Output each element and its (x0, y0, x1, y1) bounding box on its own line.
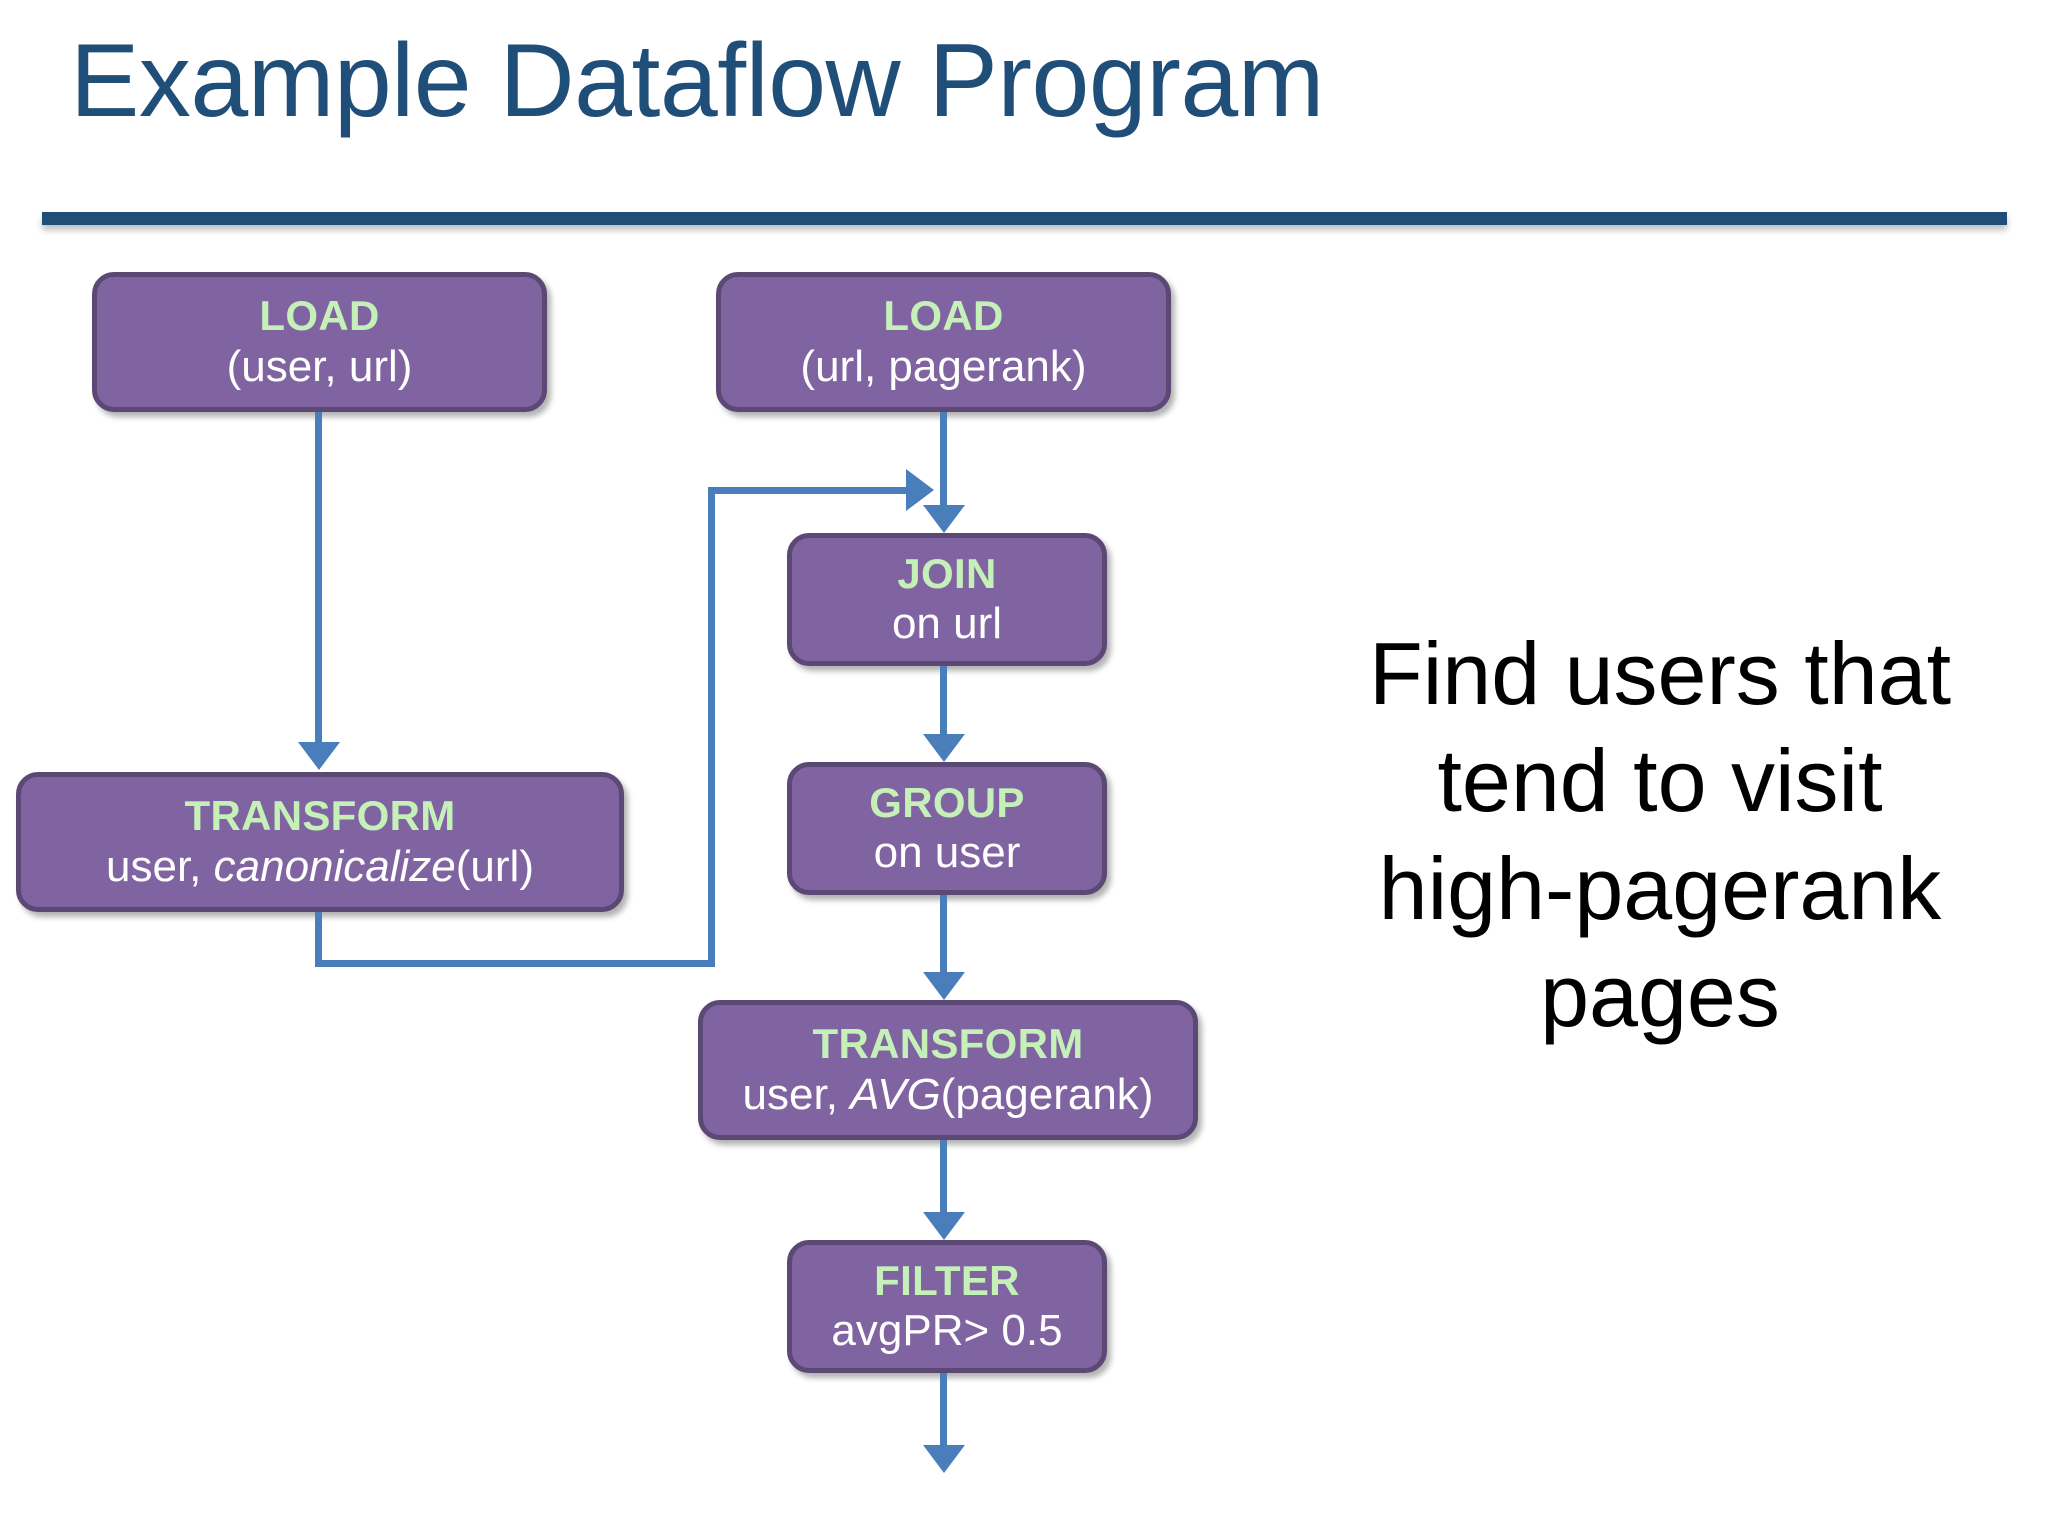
caption-line-3: high-pagerank (1378, 838, 1942, 938)
edge-transform-avg-to-filter (940, 1140, 947, 1212)
node-operation-label: TRANSFORM (812, 1020, 1084, 1068)
page-title: Example Dataflow Program (70, 23, 1324, 139)
node-transform-canonicalize[interactable]: TRANSFORM user, canonicalize(url) (16, 772, 624, 912)
edge-group-to-transform-avg-arrowhead (923, 972, 965, 1000)
node-group-on-user[interactable]: GROUP on user (787, 762, 1107, 895)
edge-load-to-transform-arrowhead (298, 742, 340, 770)
caption-line-2: tend to visit (1437, 731, 1883, 831)
node-argument-label: on user (873, 828, 1021, 878)
edge-transform-to-join-segment-up (708, 487, 715, 967)
edge-load-to-transform (315, 412, 322, 742)
node-load-user-url[interactable]: LOAD (user, url) (92, 272, 547, 412)
caption-line-4: pages (1540, 946, 1780, 1046)
node-argument-label: (user, url) (226, 341, 413, 391)
edge-transform-to-join-arrowhead (906, 469, 934, 511)
edge-group-to-transform-avg (940, 895, 947, 972)
edge-join-to-group-arrowhead (923, 734, 965, 762)
edge-filter-to-output (940, 1373, 947, 1445)
node-operation-label: LOAD (883, 292, 1004, 340)
edge-join-to-group (940, 666, 947, 734)
node-filter-avgpr[interactable]: FILTER avgPR> 0.5 (787, 1240, 1107, 1373)
node-operation-label: FILTER (874, 1256, 1020, 1304)
node-argument-label: (url, pagerank) (800, 341, 1087, 391)
node-argument-label: on url (891, 599, 1003, 649)
node-operation-label: GROUP (869, 778, 1025, 826)
node-argument-label: avgPR> 0.5 (831, 1306, 1063, 1356)
node-load-url-pagerank[interactable]: LOAD (url, pagerank) (716, 272, 1171, 412)
node-transform-avg[interactable]: TRANSFORM user, AVG(pagerank) (698, 1000, 1198, 1140)
node-join-on-url[interactable]: JOIN on url (787, 533, 1107, 666)
edge-transform-to-join-segment-down (315, 912, 322, 967)
edge-transform-avg-to-filter-arrowhead (923, 1212, 965, 1240)
caption-text: Find users that tend to visit high-pager… (1320, 620, 2000, 1049)
node-argument-label: user, AVG(pagerank) (742, 1069, 1154, 1119)
caption-line-1: Find users that (1368, 624, 1952, 723)
node-operation-label: JOIN (897, 549, 997, 597)
node-argument-label: user, canonicalize(url) (106, 841, 534, 891)
node-operation-label: LOAD (259, 292, 380, 340)
title-divider (42, 212, 2007, 225)
edge-filter-to-output-arrowhead (923, 1445, 965, 1473)
node-operation-label: TRANSFORM (184, 792, 456, 840)
edge-transform-to-join-segment-right-upper (708, 487, 910, 494)
edge-load-pagerank-to-join (940, 412, 947, 505)
edge-transform-to-join-segment-right-lower (315, 960, 715, 967)
